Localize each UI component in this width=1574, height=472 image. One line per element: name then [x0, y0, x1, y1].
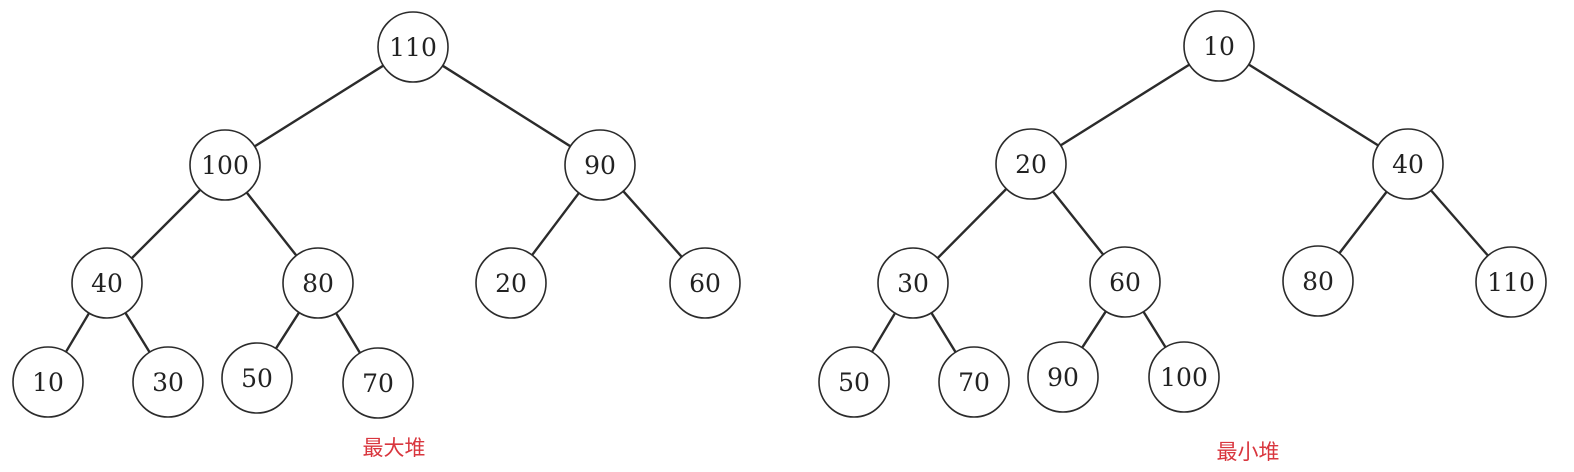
node-value: 100: [1160, 363, 1208, 392]
node-value: 10: [32, 368, 64, 397]
min-heap-edges: [870, 63, 1489, 353]
node-circle: [12, 346, 84, 418]
tree-node: 80: [1282, 245, 1354, 317]
tree-edge: [1338, 191, 1388, 254]
tree-node: 60: [1089, 246, 1161, 318]
tree-node: 40: [1372, 128, 1444, 200]
node-value: 80: [302, 269, 334, 298]
tree-node: 70: [342, 347, 414, 419]
node-value: 60: [689, 269, 721, 298]
tree-edge: [334, 312, 362, 354]
tree-edge: [1142, 311, 1167, 348]
node-circle: [877, 247, 949, 319]
node-value: 100: [201, 151, 249, 180]
tree-node: 10: [12, 346, 84, 418]
tree-edge: [622, 190, 683, 258]
max-heap-nodes: 110 100 90 40 80 20 60 10 30 50 70: [12, 11, 741, 419]
tree-node: 110: [377, 11, 449, 83]
tree-edge: [274, 311, 301, 350]
node-circle: [221, 342, 293, 414]
node-value: 70: [362, 369, 394, 398]
tree-node: 70: [938, 346, 1010, 418]
tree-edge: [1081, 310, 1107, 349]
node-circle: [132, 346, 204, 418]
tree-edge: [245, 191, 298, 257]
tree-node: 90: [564, 129, 636, 201]
tree-edge: [254, 64, 384, 148]
tree-node: 60: [669, 247, 741, 319]
node-value: 60: [1109, 268, 1141, 297]
node-circle: [1148, 341, 1220, 413]
node-circle: [475, 247, 547, 319]
node-circle: [1372, 128, 1444, 200]
node-value: 80: [1302, 267, 1334, 296]
node-circle: [189, 129, 261, 201]
node-circle: [1183, 10, 1255, 82]
node-value: 90: [1047, 363, 1079, 392]
node-value: 40: [91, 269, 123, 298]
node-circle: [564, 129, 636, 201]
tree-node: 100: [1148, 341, 1220, 413]
node-circle: [1027, 341, 1099, 413]
tree-node: 80: [282, 247, 354, 319]
tree-node: 50: [818, 346, 890, 418]
node-value: 110: [389, 33, 437, 62]
tree-edge: [531, 192, 580, 256]
min-heap-nodes: 10 20 40 30 60 80 110 50 70 90 100: [818, 10, 1547, 418]
node-circle: [1475, 246, 1547, 318]
node-value: 50: [241, 364, 273, 393]
tree-edge: [1248, 63, 1379, 147]
max-heap-caption: 最大堆: [363, 436, 426, 460]
tree-edge: [441, 64, 572, 148]
node-value: 20: [1015, 150, 1047, 179]
tree-edge: [936, 188, 1008, 259]
node-circle: [377, 11, 449, 83]
node-value: 30: [152, 368, 184, 397]
tree-node: 30: [877, 247, 949, 319]
node-circle: [342, 347, 414, 419]
max-heap-edges: [64, 64, 683, 354]
tree-edge: [124, 312, 151, 353]
node-circle: [1282, 245, 1354, 317]
min-heap-caption: 最小堆: [1217, 440, 1280, 464]
node-value: 110: [1487, 268, 1535, 297]
tree-node: 10: [1183, 10, 1255, 82]
node-value: 70: [958, 368, 990, 397]
node-circle: [282, 247, 354, 319]
tree-node: 20: [475, 247, 547, 319]
tree-node: 100: [189, 129, 261, 201]
tree-edge: [1060, 63, 1190, 147]
node-value: 40: [1392, 150, 1424, 179]
tree-edge: [930, 312, 957, 353]
tree-edge: [130, 188, 202, 260]
node-circle: [938, 346, 1010, 418]
node-value: 20: [495, 269, 527, 298]
node-value: 30: [897, 269, 929, 298]
node-circle: [1089, 246, 1161, 318]
min-heap: 10 20 40 30 60 80 110 50 70 90 100: [818, 10, 1547, 418]
node-circle: [995, 128, 1067, 200]
tree-node: 90: [1027, 341, 1099, 413]
tree-node: 40: [71, 247, 143, 319]
node-circle: [818, 346, 890, 418]
node-circle: [669, 247, 741, 319]
tree-edge: [1430, 189, 1489, 257]
node-value: 10: [1203, 32, 1235, 61]
max-heap: 110 100 90 40 80 20 60 10 30 50 70: [12, 11, 741, 419]
tree-edge: [1051, 190, 1105, 256]
tree-node: 20: [995, 128, 1067, 200]
node-circle: [71, 247, 143, 319]
tree-edge: [870, 312, 897, 353]
node-value: 50: [838, 368, 870, 397]
tree-node: 50: [221, 342, 293, 414]
node-value: 90: [584, 151, 616, 180]
tree-node: 110: [1475, 246, 1547, 318]
tree-edge: [64, 312, 91, 353]
tree-node: 30: [132, 346, 204, 418]
